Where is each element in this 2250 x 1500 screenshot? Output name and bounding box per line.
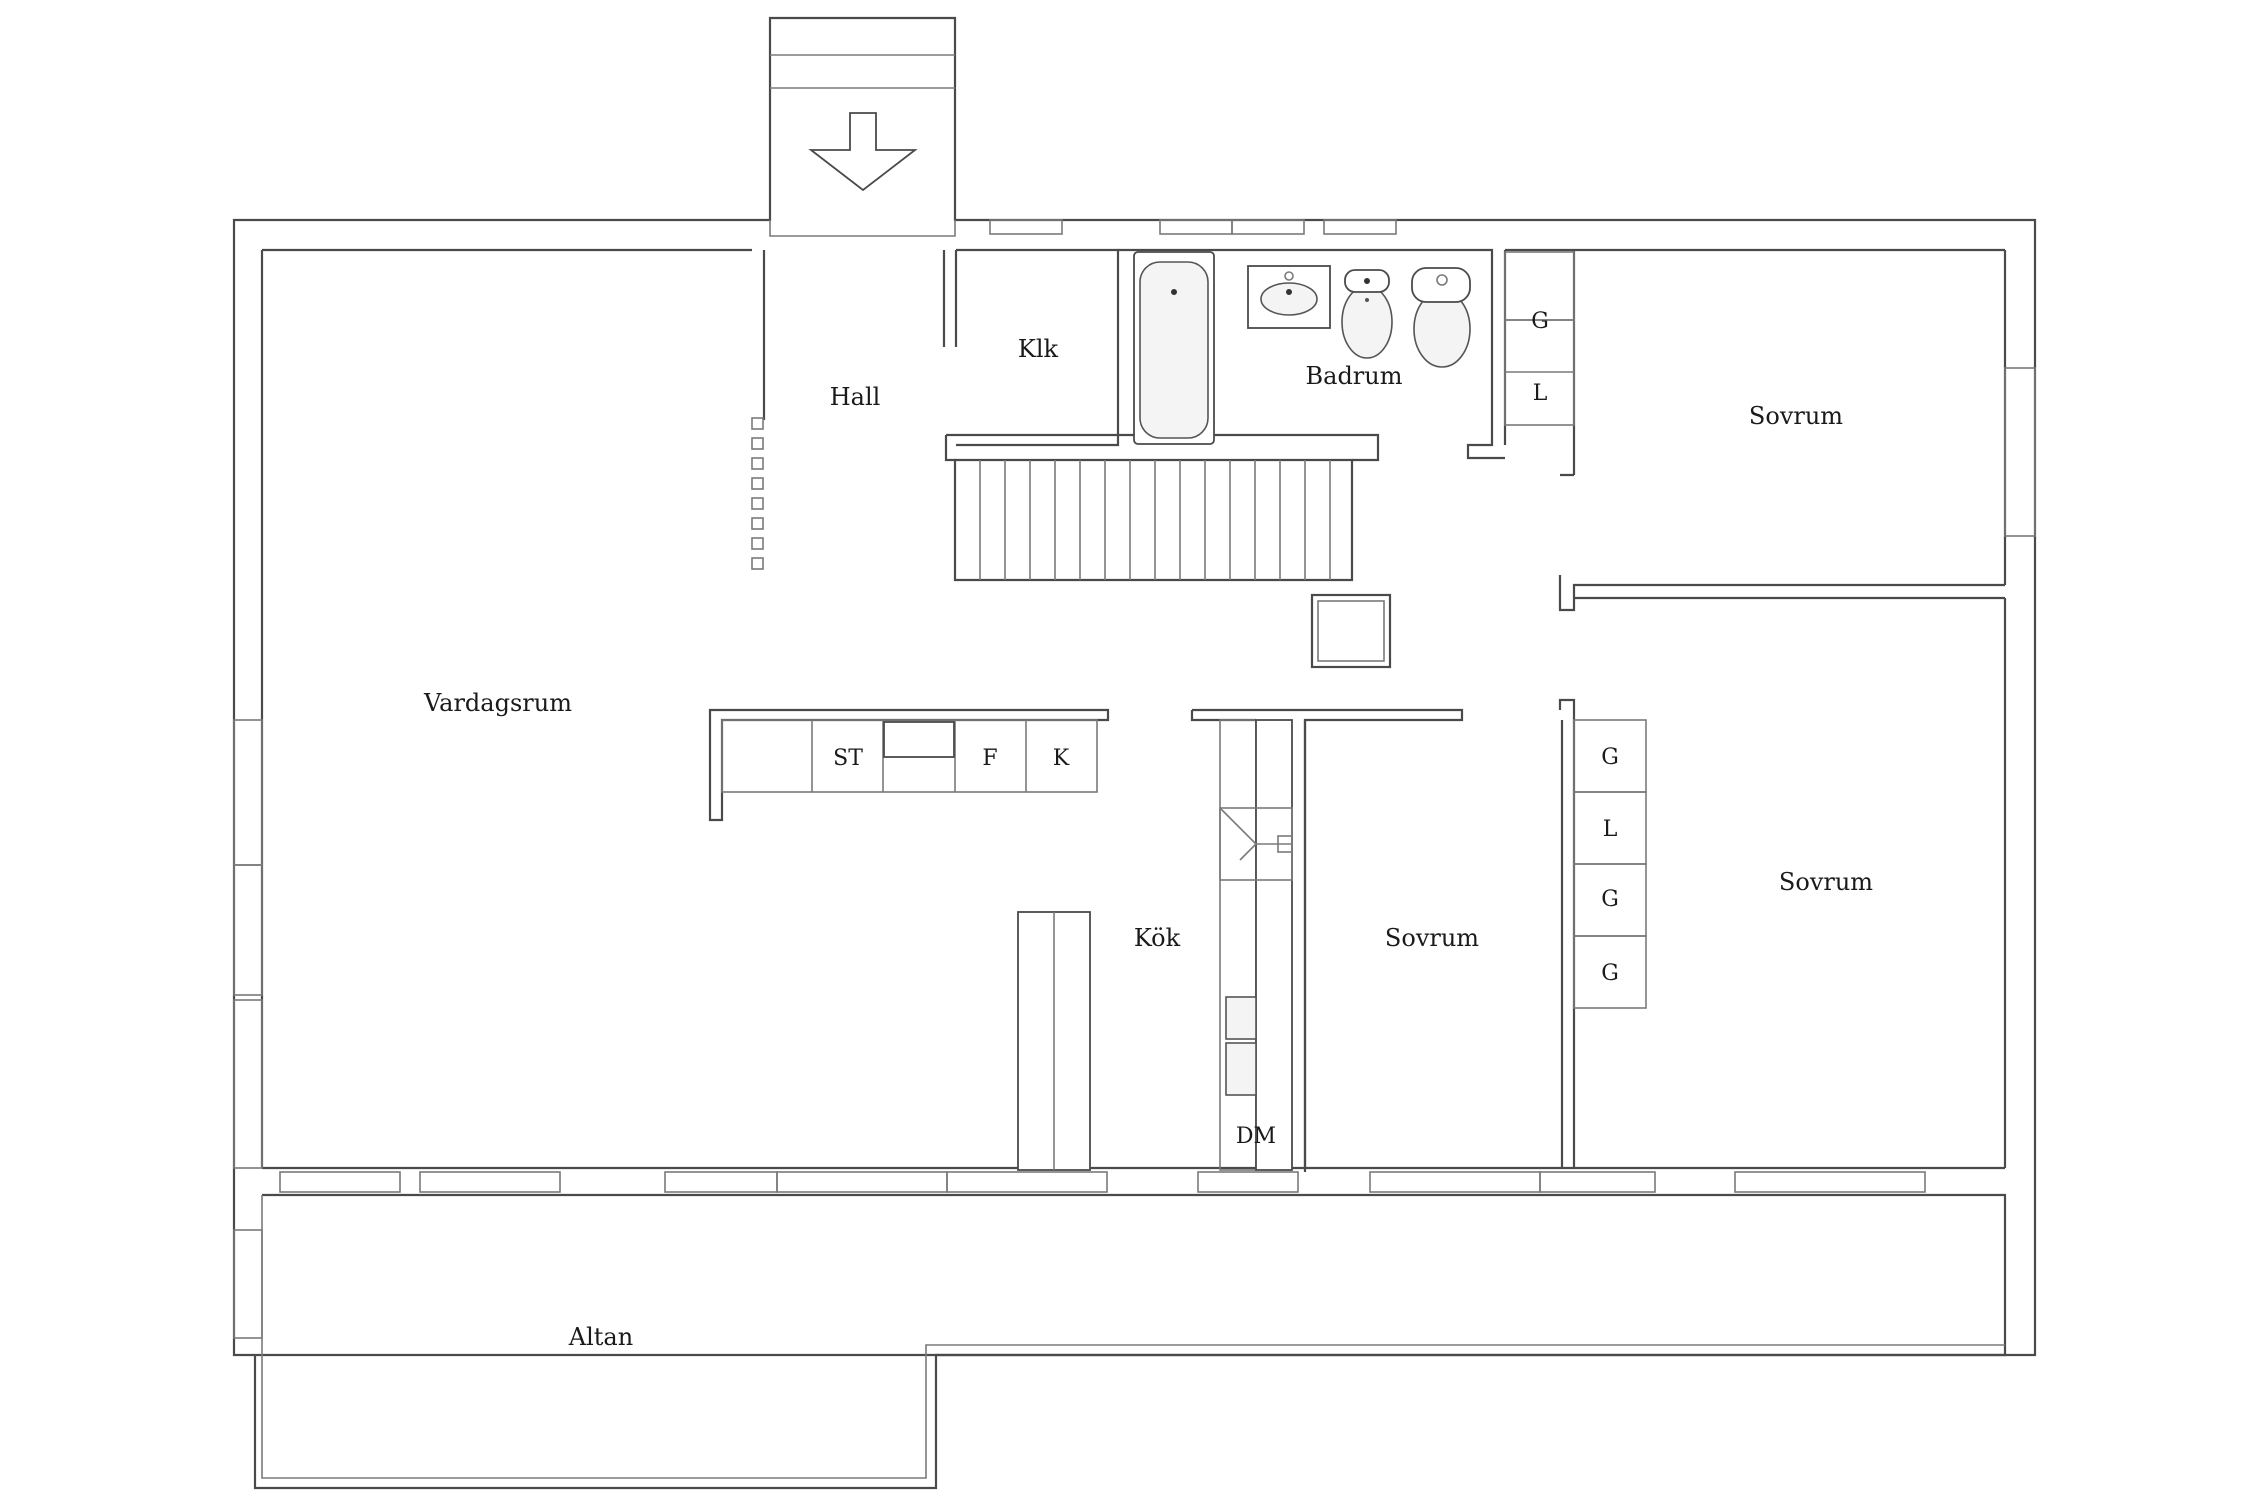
- kitchen-wall-counter: [1190, 708, 1464, 1172]
- left-windows: [233, 719, 263, 1339]
- chimney-icon: [1310, 593, 1392, 669]
- altan-outline: [253, 1193, 2007, 1490]
- entrance-stoop: [769, 54, 956, 237]
- fridge-label: F: [982, 746, 997, 771]
- freezer-label: K: [1053, 746, 1070, 771]
- wardrobe-right-label: G: [1601, 961, 1619, 986]
- kitchen-counter: [708, 708, 1110, 822]
- bidet-icon: [1341, 269, 1393, 359]
- room-label-klk: Klk: [1018, 335, 1059, 363]
- wardrobe-right-label: L: [1603, 817, 1618, 842]
- staircase: [953, 458, 1354, 582]
- room-label-hall: Hall: [830, 383, 881, 411]
- top-windows: [989, 219, 1397, 235]
- kitchen-sink-icon: [1225, 996, 1257, 1096]
- kitchen-island: [1017, 911, 1091, 1171]
- sovrum-top-walls: [1505, 248, 2036, 612]
- wardrobe-right-label: G: [1601, 887, 1619, 912]
- room-label-sovrum-middle: Sovrum: [1385, 924, 1479, 952]
- wardrobe-top-label: G: [1531, 309, 1549, 334]
- entrance-arrow-icon: [808, 112, 918, 192]
- dishwasher-label: DM: [1236, 1124, 1276, 1149]
- wardrobe-right: [1573, 719, 1647, 1009]
- bathtub-icon: [1133, 251, 1215, 445]
- room-divider-dashed: [751, 417, 764, 570]
- stove-label: ST: [833, 746, 863, 771]
- room-label-kok: Kök: [1134, 924, 1181, 952]
- room-label-badrum: Badrum: [1306, 362, 1403, 390]
- toilet-icon: [1411, 267, 1471, 368]
- wardrobe-top-label: L: [1533, 381, 1548, 406]
- wardrobe-top: [1504, 251, 1575, 426]
- bottom-windows: [279, 1171, 1926, 1193]
- room-label-altan: Altan: [568, 1323, 633, 1351]
- room-label-sovrum-right: Sovrum: [1779, 868, 1873, 896]
- hob-icon: [883, 721, 955, 758]
- outer-walls: [232, 16, 2037, 1357]
- wardrobe-right-label: G: [1601, 745, 1619, 770]
- sink-icon: [1247, 265, 1331, 329]
- room-label-vardagsrum: Vardagsrum: [423, 689, 572, 717]
- room-label-sovrum-top: Sovrum: [1749, 402, 1843, 430]
